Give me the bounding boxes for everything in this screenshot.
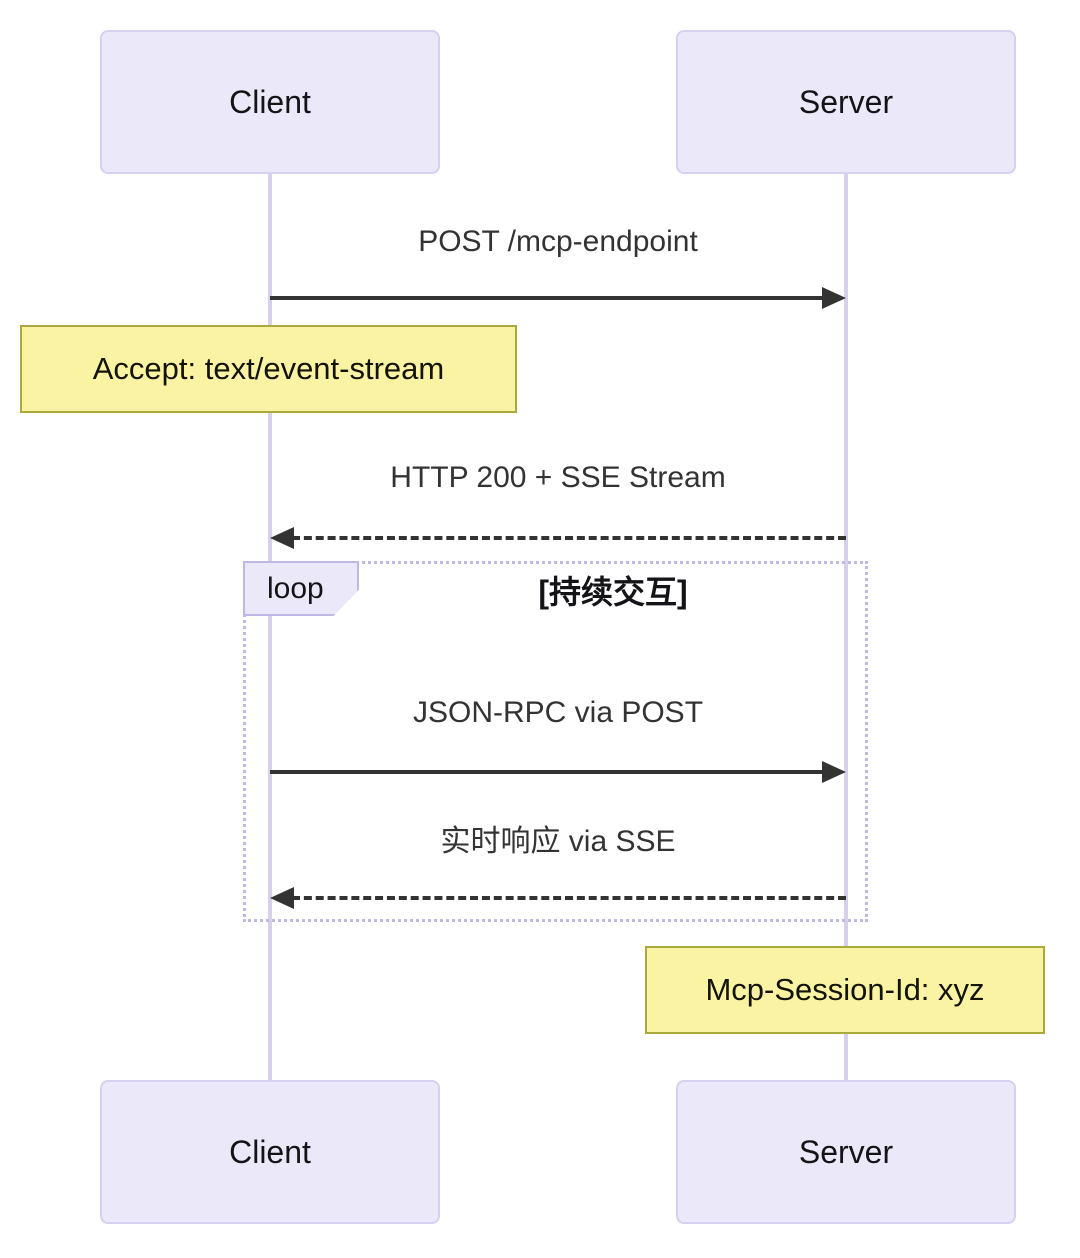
actor-server-top-label: Server	[798, 83, 894, 120]
message-label-http200-sse: HTTP 200 + SSE Stream	[390, 461, 726, 494]
loop-frame	[243, 561, 868, 922]
actor-client-bottom-label: Client	[229, 1133, 311, 1170]
message-label-post-endpoint: POST /mcp-endpoint	[418, 225, 698, 258]
loop-condition: [持续交互]	[538, 574, 688, 610]
arrowhead-left-icon	[270, 527, 294, 549]
note-session-id-label: Mcp-Session-Id: xyz	[705, 972, 985, 1007]
arrowhead-right-icon	[822, 287, 846, 309]
note-session-id: Mcp-Session-Id: xyz	[645, 946, 1045, 1034]
note-accept-header-label: Accept: text/event-stream	[92, 351, 445, 386]
client-lifeline	[268, 174, 272, 1080]
message-line-realtime-sse	[292, 896, 846, 900]
actor-server-bottom: Server	[676, 1080, 1016, 1224]
loop-label-tag: loop	[243, 561, 359, 616]
message-label-realtime-sse: 实时响应 via SSE	[440, 825, 676, 858]
note-accept-header: Accept: text/event-stream	[20, 325, 517, 413]
actor-client-top-label: Client	[229, 83, 311, 120]
message-line-http200-sse	[292, 536, 846, 540]
actor-client-top: Client	[100, 30, 440, 174]
loop-label-text: loop	[267, 571, 324, 605]
message-line-jsonrpc-post	[270, 770, 824, 774]
arrowhead-left-icon	[270, 887, 294, 909]
actor-server-bottom-label: Server	[798, 1133, 894, 1170]
actor-server-top: Server	[676, 30, 1016, 174]
message-label-jsonrpc-post: JSON-RPC via POST	[412, 696, 704, 729]
server-lifeline	[844, 174, 848, 1080]
arrowhead-right-icon	[822, 761, 846, 783]
actor-client-bottom: Client	[100, 1080, 440, 1224]
message-line-post-endpoint	[270, 296, 824, 300]
